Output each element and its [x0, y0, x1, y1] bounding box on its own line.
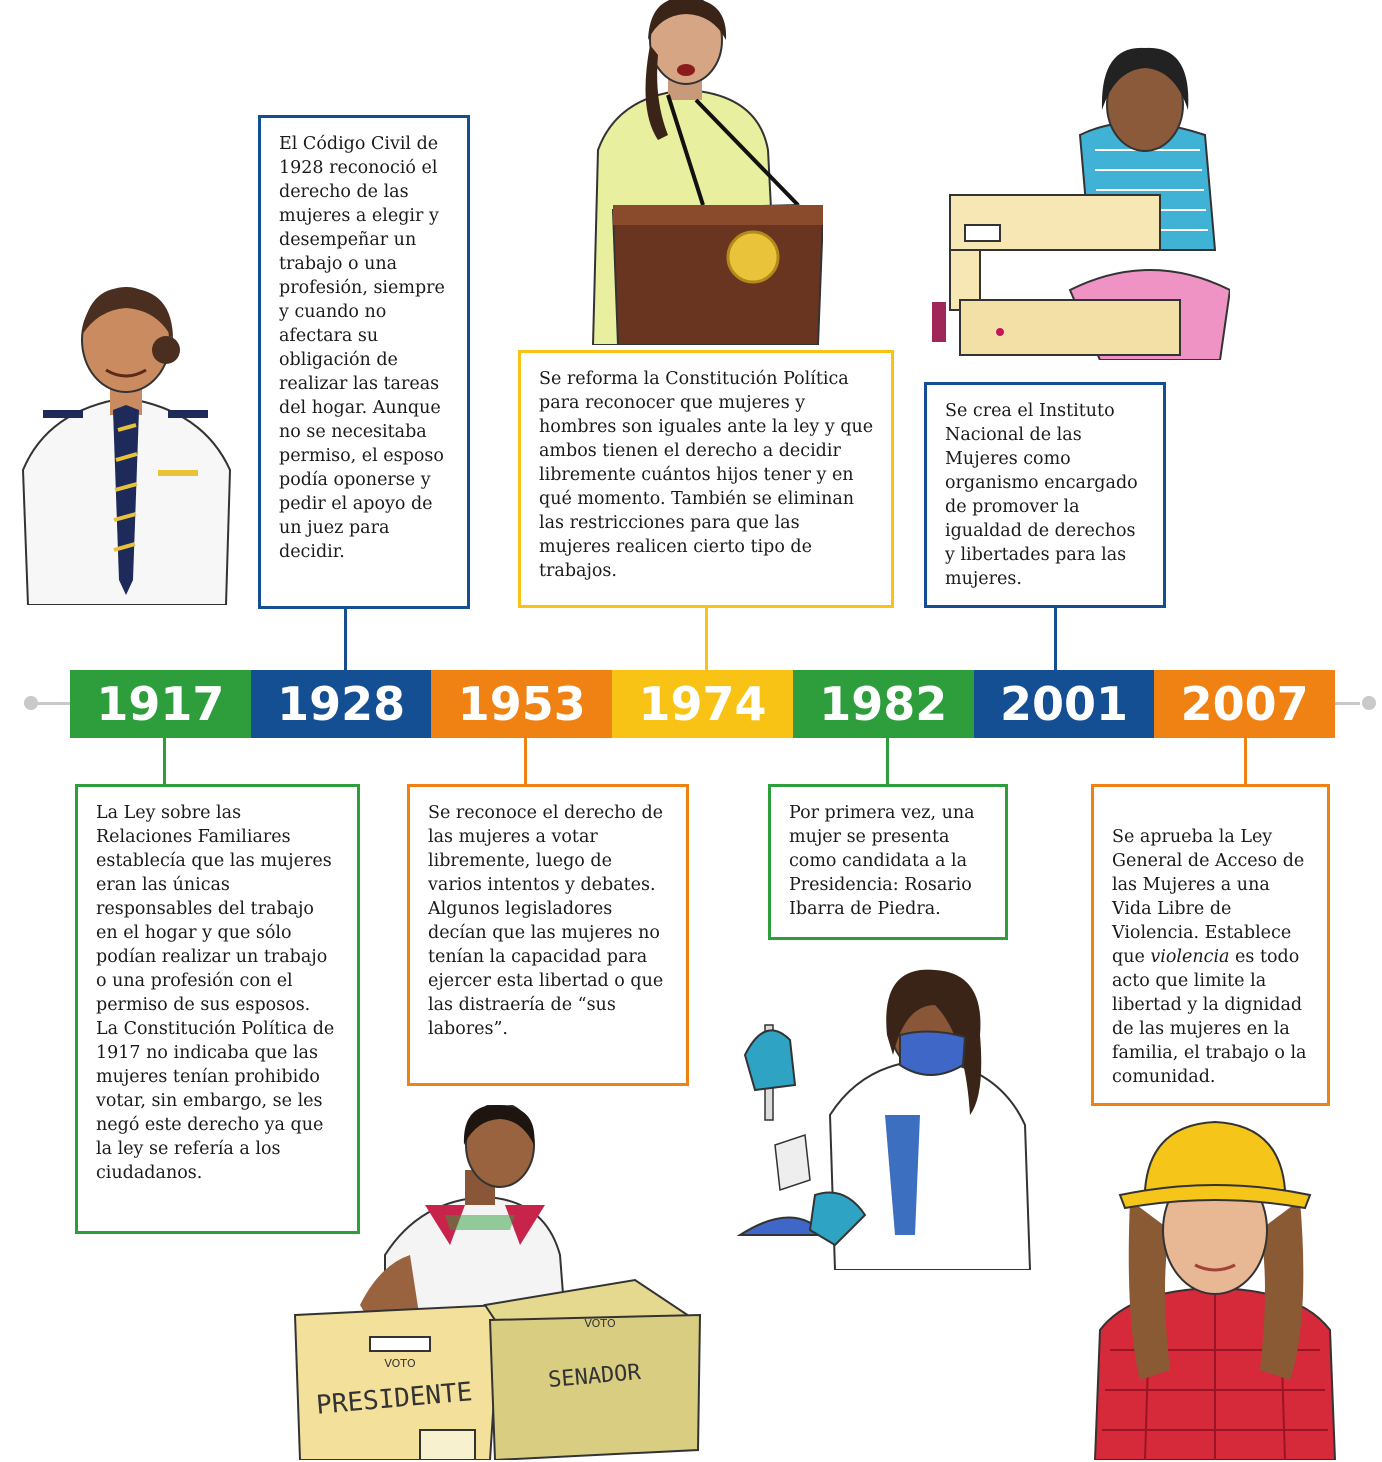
- ballot-slot1-label: VOTO: [384, 1357, 416, 1370]
- year-1953: 1953: [431, 670, 613, 738]
- year-1974: 1974: [612, 670, 793, 738]
- connector-2001: [1054, 608, 1057, 670]
- connector-1928: [344, 608, 347, 670]
- event-2001-box: Se crea el Instituto Nacional de las Muj…: [924, 382, 1166, 608]
- event-2007-text-em: violencia: [1150, 947, 1230, 967]
- connector-1917: [163, 738, 166, 784]
- event-1974-box: Se reforma la Constitución Política para…: [518, 350, 894, 608]
- year-1982: 1982: [792, 670, 974, 738]
- year-bar: 1917 1928 1953 1974 1982 2001 2007: [70, 670, 1336, 738]
- event-2007-box: Se aprueba la Ley General de Acceso de l…: [1091, 784, 1330, 1106]
- event-1953-box: Se reconoce el derecho de las mujeres a …: [407, 784, 689, 1086]
- event-1928-box: El Código Civil de 1928 reconoció el der…: [258, 115, 470, 609]
- connector-1974: [705, 608, 708, 670]
- year-2001: 2001: [973, 670, 1155, 738]
- year-1917: 1917: [70, 670, 251, 738]
- ballot-slot2-label: VOTO: [584, 1317, 616, 1330]
- scientist-illustration: [735, 965, 1040, 1270]
- event-1917-box: La Ley sobre las Relaciones Familiares e…: [75, 784, 360, 1234]
- speaker-illustration: [588, 0, 823, 345]
- event-2007-text-pre: Se aprueba la Ley General de Acceso de l…: [1112, 827, 1305, 967]
- event-2007-text-post: es todo acto que limite la libertad y la…: [1112, 947, 1307, 1087]
- year-2007: 2007: [1154, 670, 1336, 738]
- timeline-start-dot: [24, 696, 38, 710]
- connector-1982: [886, 738, 889, 784]
- connector-2007: [1244, 738, 1247, 784]
- connector-1953: [524, 738, 527, 784]
- timeline-end-dot: [1362, 696, 1376, 710]
- event-1982-box: Por primera vez, una mujer se presenta c…: [768, 784, 1008, 940]
- pilot-illustration: [8, 280, 243, 605]
- seamstress-illustration: [930, 40, 1230, 360]
- worker-illustration: [1090, 1120, 1340, 1460]
- ballot-illustration: VOTO VOTO PRESIDENTE SENADOR: [290, 1105, 710, 1460]
- year-1928: 1928: [250, 670, 432, 738]
